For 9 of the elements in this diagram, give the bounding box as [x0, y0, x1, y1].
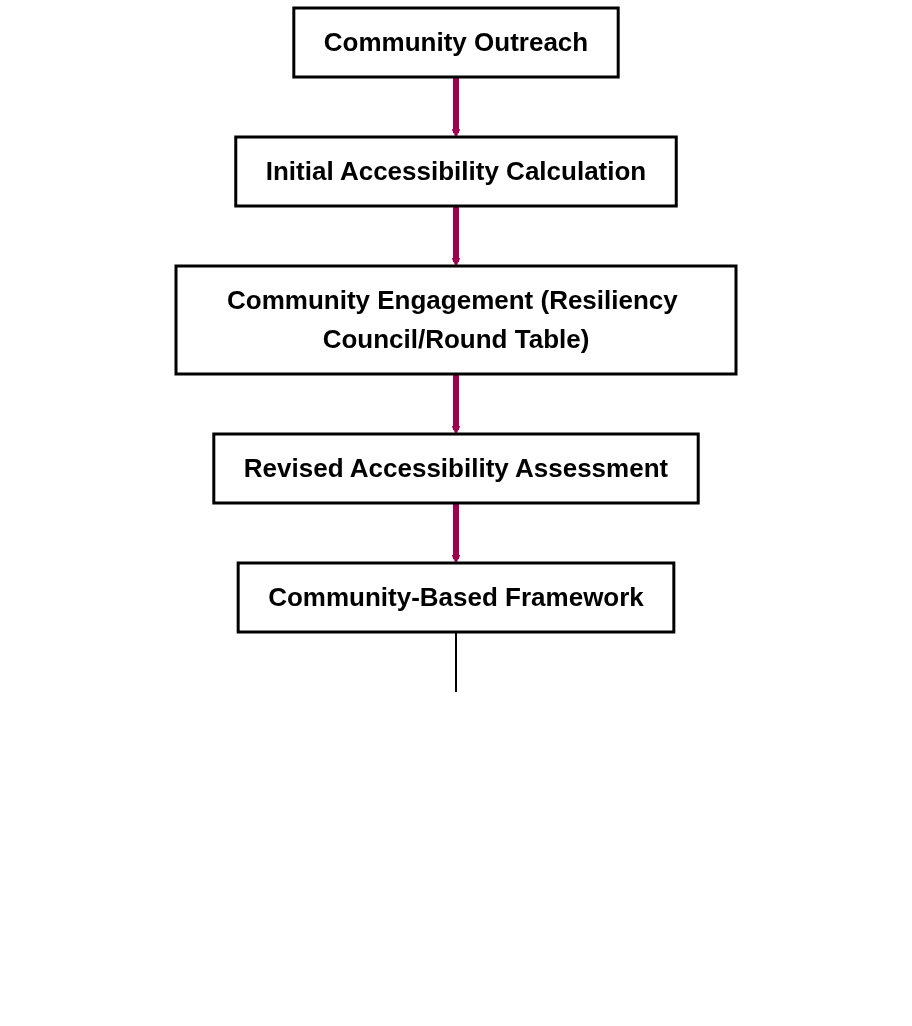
node-box: Community Outreach — [292, 6, 620, 79]
node-box: Initial Accessibility Calculation — [234, 135, 678, 208]
arrow — [451, 503, 461, 564]
node-box: Revised Accessibility Assessment — [212, 432, 700, 505]
arrow — [451, 206, 461, 267]
node-box: Community Engagement (Resiliency Council/Round Table) — [174, 264, 738, 376]
arrow — [451, 374, 461, 435]
arrow — [451, 77, 461, 138]
node-box: Community-Based Framework — [236, 561, 676, 634]
